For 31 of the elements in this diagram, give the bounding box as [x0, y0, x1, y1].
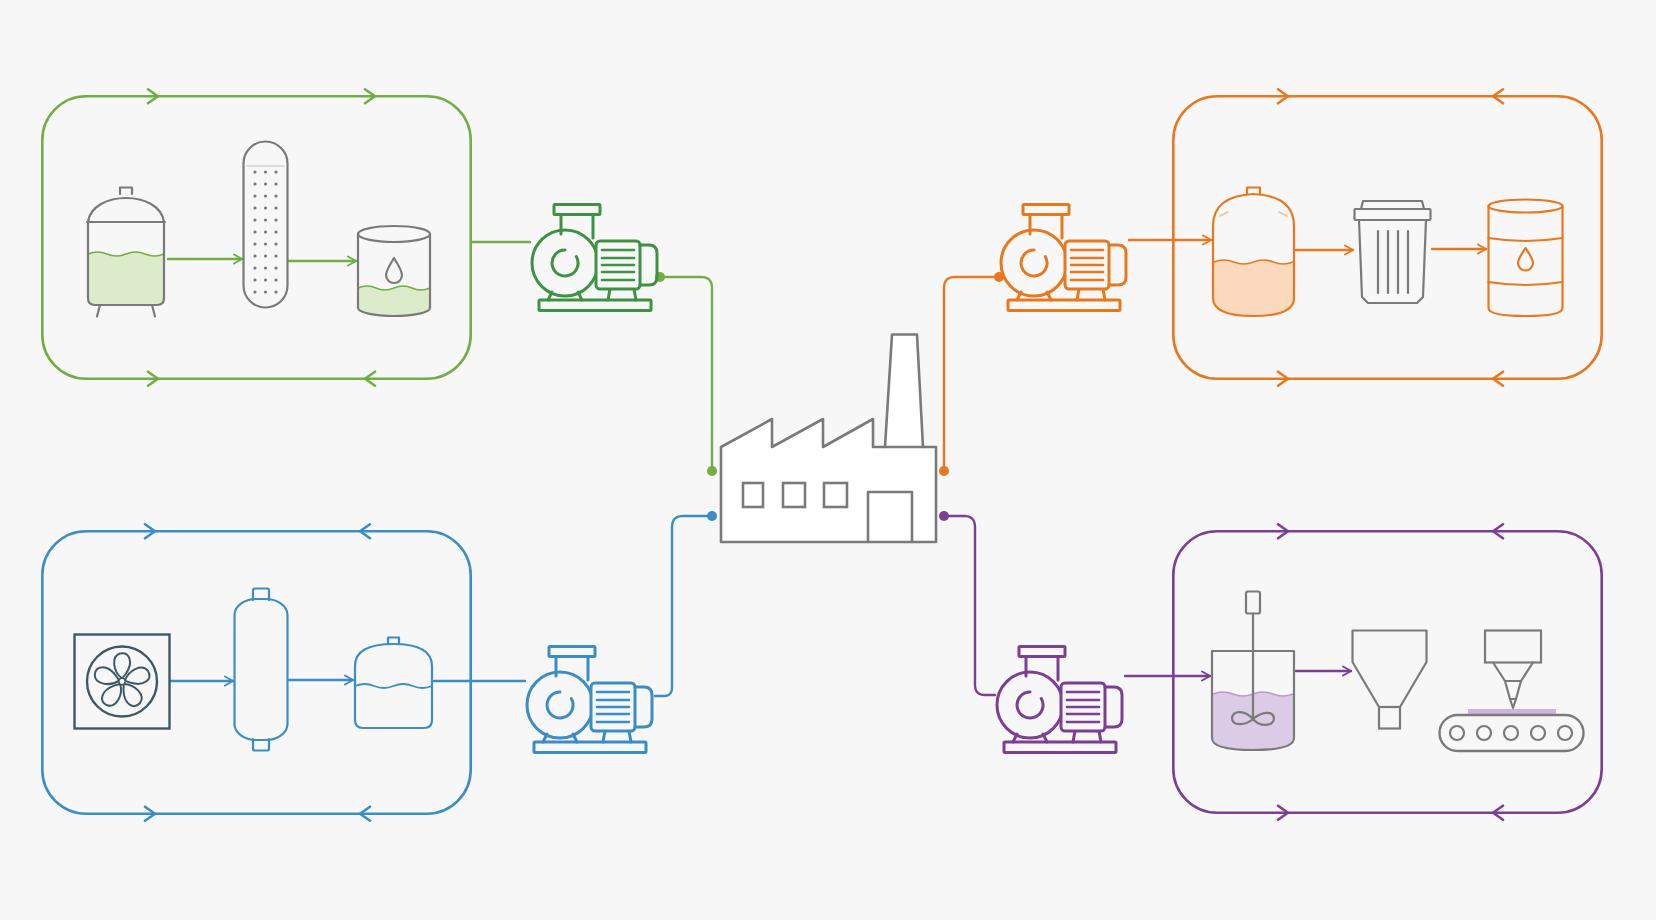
pipe-line: [653, 511, 717, 698]
pipe-line: [939, 511, 997, 697]
pump-icon: [999, 203, 1129, 313]
vessel-icon: [233, 587, 289, 752]
arrow: [1294, 665, 1353, 677]
pump-icon: [995, 645, 1125, 755]
packed-column-icon: [242, 140, 289, 309]
mixer-tank-icon: [1210, 590, 1296, 752]
hopper-icon: [1351, 629, 1428, 730]
pipe-line: [939, 272, 1004, 476]
arrow: [1127, 234, 1213, 246]
liquid-tank-icon: [356, 224, 432, 318]
arrow: [166, 253, 244, 265]
fan-icon: [73, 633, 171, 730]
conveyor-printer-icon: [1438, 629, 1585, 753]
arrow: [1123, 670, 1212, 682]
pipe-line: [432, 679, 527, 683]
arrow: [169, 675, 235, 687]
arrow: [1294, 244, 1355, 256]
pipe-line: [470, 240, 532, 244]
arrow: [287, 674, 355, 686]
arrow: [1430, 243, 1488, 255]
bin-icon: [1353, 199, 1432, 305]
barrel-icon: [1486, 198, 1565, 318]
tank-icon: [84, 186, 168, 318]
tank-icon: [353, 636, 434, 730]
pipe-line: [655, 272, 717, 476]
pump-icon: [525, 645, 655, 755]
arrow: [287, 255, 358, 267]
pump-icon: [530, 203, 660, 313]
tank-icon: [1211, 186, 1296, 318]
